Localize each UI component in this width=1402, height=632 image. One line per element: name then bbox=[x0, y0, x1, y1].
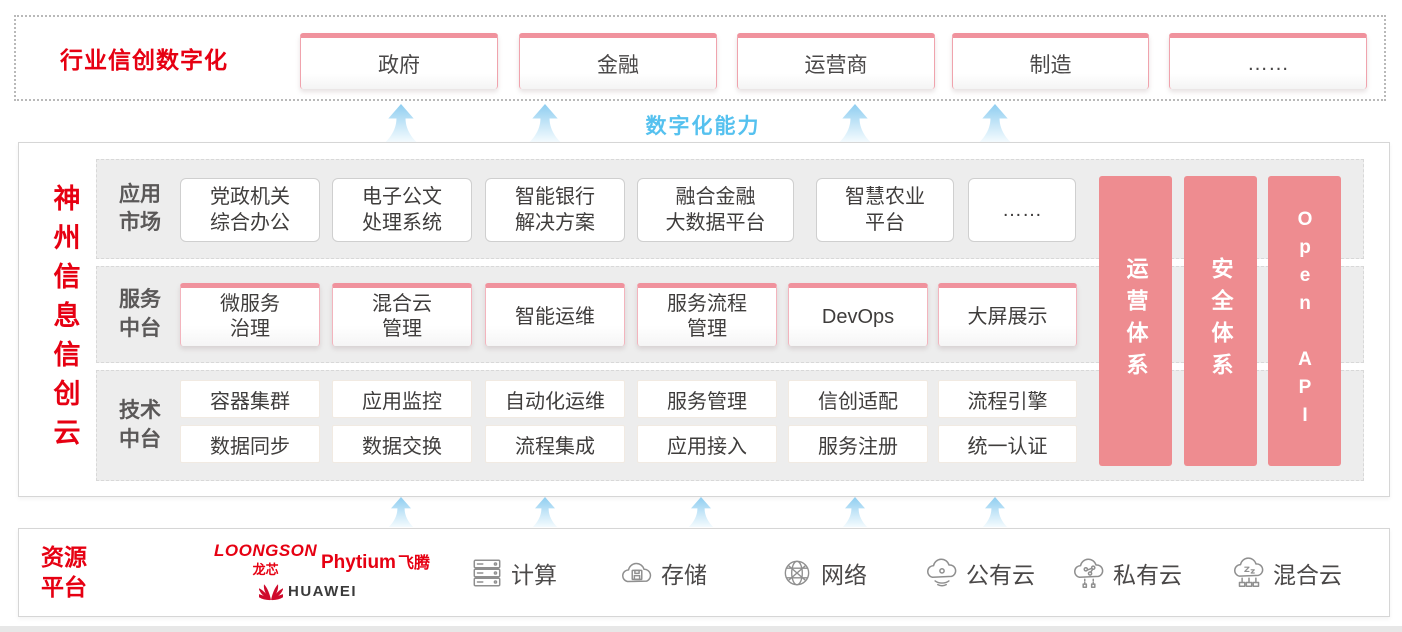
public-cloud-icon bbox=[927, 557, 957, 586]
tech-box: 服务注册 bbox=[788, 425, 928, 463]
app-box: 党政机关 综合办公 bbox=[180, 178, 320, 242]
row-service-platform: 服务 中台 微服务 治理 混合云 管理 智能运维 服务流程 管理 DevOps … bbox=[96, 266, 1364, 363]
phytium-cn-name: 飞腾 bbox=[397, 555, 430, 572]
resource-item-hybrid-cloud: 混合云 bbox=[1231, 529, 1342, 616]
row-label-app-market: 应用 市场 bbox=[119, 182, 161, 234]
resource-item-private-cloud: 私有云 bbox=[1071, 529, 1182, 616]
app-box: 智能银行 解决方案 bbox=[485, 178, 625, 242]
side-bar-open-api: Open API bbox=[1268, 176, 1341, 466]
up-arrow-icon bbox=[839, 104, 871, 142]
resource-item-network: 网络 bbox=[779, 529, 867, 616]
up-arrow-icon bbox=[532, 497, 558, 527]
service-box: 大屏展示 bbox=[938, 283, 1077, 346]
loongson-logo: LOONGSON 龙芯 bbox=[214, 541, 317, 578]
tech-box: 统一认证 bbox=[938, 425, 1077, 463]
resource-item-label: 存储 bbox=[661, 561, 707, 588]
up-arrow-icon bbox=[842, 497, 868, 527]
tech-box: 数据同步 bbox=[180, 425, 320, 463]
platform-vertical-title: 神州信息信创云 bbox=[49, 183, 80, 457]
resource-item-label: 混合云 bbox=[1273, 561, 1342, 588]
industry-box-operator: 运营商 bbox=[737, 33, 935, 89]
row-label-tech-platform: 技术 中台 bbox=[119, 399, 161, 451]
row-app-market: 应用 市场 党政机关 综合办公 电子公文 处理系统 智能银行 解决方案 融合金融… bbox=[96, 159, 1364, 259]
service-box: DevOps bbox=[788, 283, 928, 346]
tech-box: 自动化运维 bbox=[485, 380, 625, 418]
huawei-wordmark: HUAWEI bbox=[288, 583, 357, 600]
up-arrow-icon bbox=[529, 104, 561, 142]
resource-item-compute: 计算 bbox=[469, 529, 557, 616]
row-label-service-platform: 服务 中台 bbox=[119, 288, 161, 340]
resource-item-public-cloud: 公有云 bbox=[924, 529, 1035, 616]
capability-label: 数字化能力 bbox=[645, 115, 761, 138]
huawei-flower-icon bbox=[259, 584, 283, 601]
service-box: 微服务 治理 bbox=[180, 283, 320, 346]
side-bar-security: 安全体系 bbox=[1184, 176, 1257, 466]
bottom-divider bbox=[0, 626, 1402, 632]
resource-item-label: 公有云 bbox=[966, 561, 1035, 588]
service-box: 智能运维 bbox=[485, 283, 625, 346]
resource-item-label: 网络 bbox=[821, 561, 867, 588]
industry-box-more: …… bbox=[1169, 33, 1367, 89]
storage-icon bbox=[622, 562, 652, 582]
tech-box: 容器集群 bbox=[180, 380, 320, 418]
resource-item-storage: 存储 bbox=[619, 529, 707, 616]
up-arrow-icon bbox=[982, 497, 1008, 527]
up-arrow-icon bbox=[385, 104, 417, 142]
service-box: 服务流程 管理 bbox=[637, 283, 777, 346]
loongson-wordmark: LOONGSON bbox=[214, 541, 318, 560]
industry-box-manufacturing: 制造 bbox=[952, 33, 1149, 89]
tech-box: 服务管理 bbox=[637, 380, 777, 418]
industry-box-finance: 金融 bbox=[519, 33, 717, 89]
industry-band-title: 行业信创数字化 bbox=[60, 47, 228, 73]
tech-box: 流程引擎 bbox=[938, 380, 1077, 418]
side-bar-operations: 运营体系 bbox=[1099, 176, 1172, 466]
app-box: 融合金融 大数据平台 bbox=[637, 178, 794, 242]
platform-panel: 神州信息信创云 应用 市场 党政机关 综合办公 电子公文 处理系统 智能银行 解… bbox=[18, 142, 1390, 497]
industry-box-government: 政府 bbox=[300, 33, 498, 89]
network-icon bbox=[784, 560, 810, 585]
compute-icon bbox=[473, 559, 501, 586]
up-arrow-icon bbox=[688, 497, 714, 527]
up-arrow-icon bbox=[979, 104, 1011, 142]
tech-box: 数据交换 bbox=[332, 425, 472, 463]
tech-box: 流程集成 bbox=[485, 425, 625, 463]
industry-band: 行业信创数字化 政府 金融 运营商 制造 …… bbox=[14, 15, 1386, 101]
resource-panel: 资源 平台 LOONGSON 龙芯 Phytium 飞腾 HUAWEI bbox=[18, 528, 1390, 617]
resource-item-label: 私有云 bbox=[1113, 561, 1182, 588]
tech-box: 应用接入 bbox=[637, 425, 777, 463]
huawei-logo: HUAWEI bbox=[259, 582, 357, 601]
up-arrow-icon bbox=[388, 497, 414, 527]
phytium-wordmark: Phytium bbox=[321, 552, 396, 573]
tech-box: 应用监控 bbox=[332, 380, 472, 418]
row-tech-platform: 技术 中台 容器集群 应用监控 自动化运维 服务管理 信创适配 流程引擎 数据同… bbox=[96, 370, 1364, 481]
app-box: 电子公文 处理系统 bbox=[332, 178, 472, 242]
tech-box: 信创适配 bbox=[788, 380, 928, 418]
resource-item-label: 计算 bbox=[511, 561, 557, 588]
loongson-cn-name: 龙芯 bbox=[252, 562, 279, 577]
private-cloud-icon bbox=[1074, 557, 1104, 588]
hybrid-cloud-icon bbox=[1234, 556, 1264, 587]
app-box-more: …… bbox=[968, 178, 1076, 242]
service-box: 混合云 管理 bbox=[332, 283, 472, 346]
app-box: 智慧农业 平台 bbox=[816, 178, 954, 242]
phytium-logo: Phytium 飞腾 bbox=[321, 549, 430, 574]
resource-panel-label: 资源 平台 bbox=[41, 543, 87, 600]
